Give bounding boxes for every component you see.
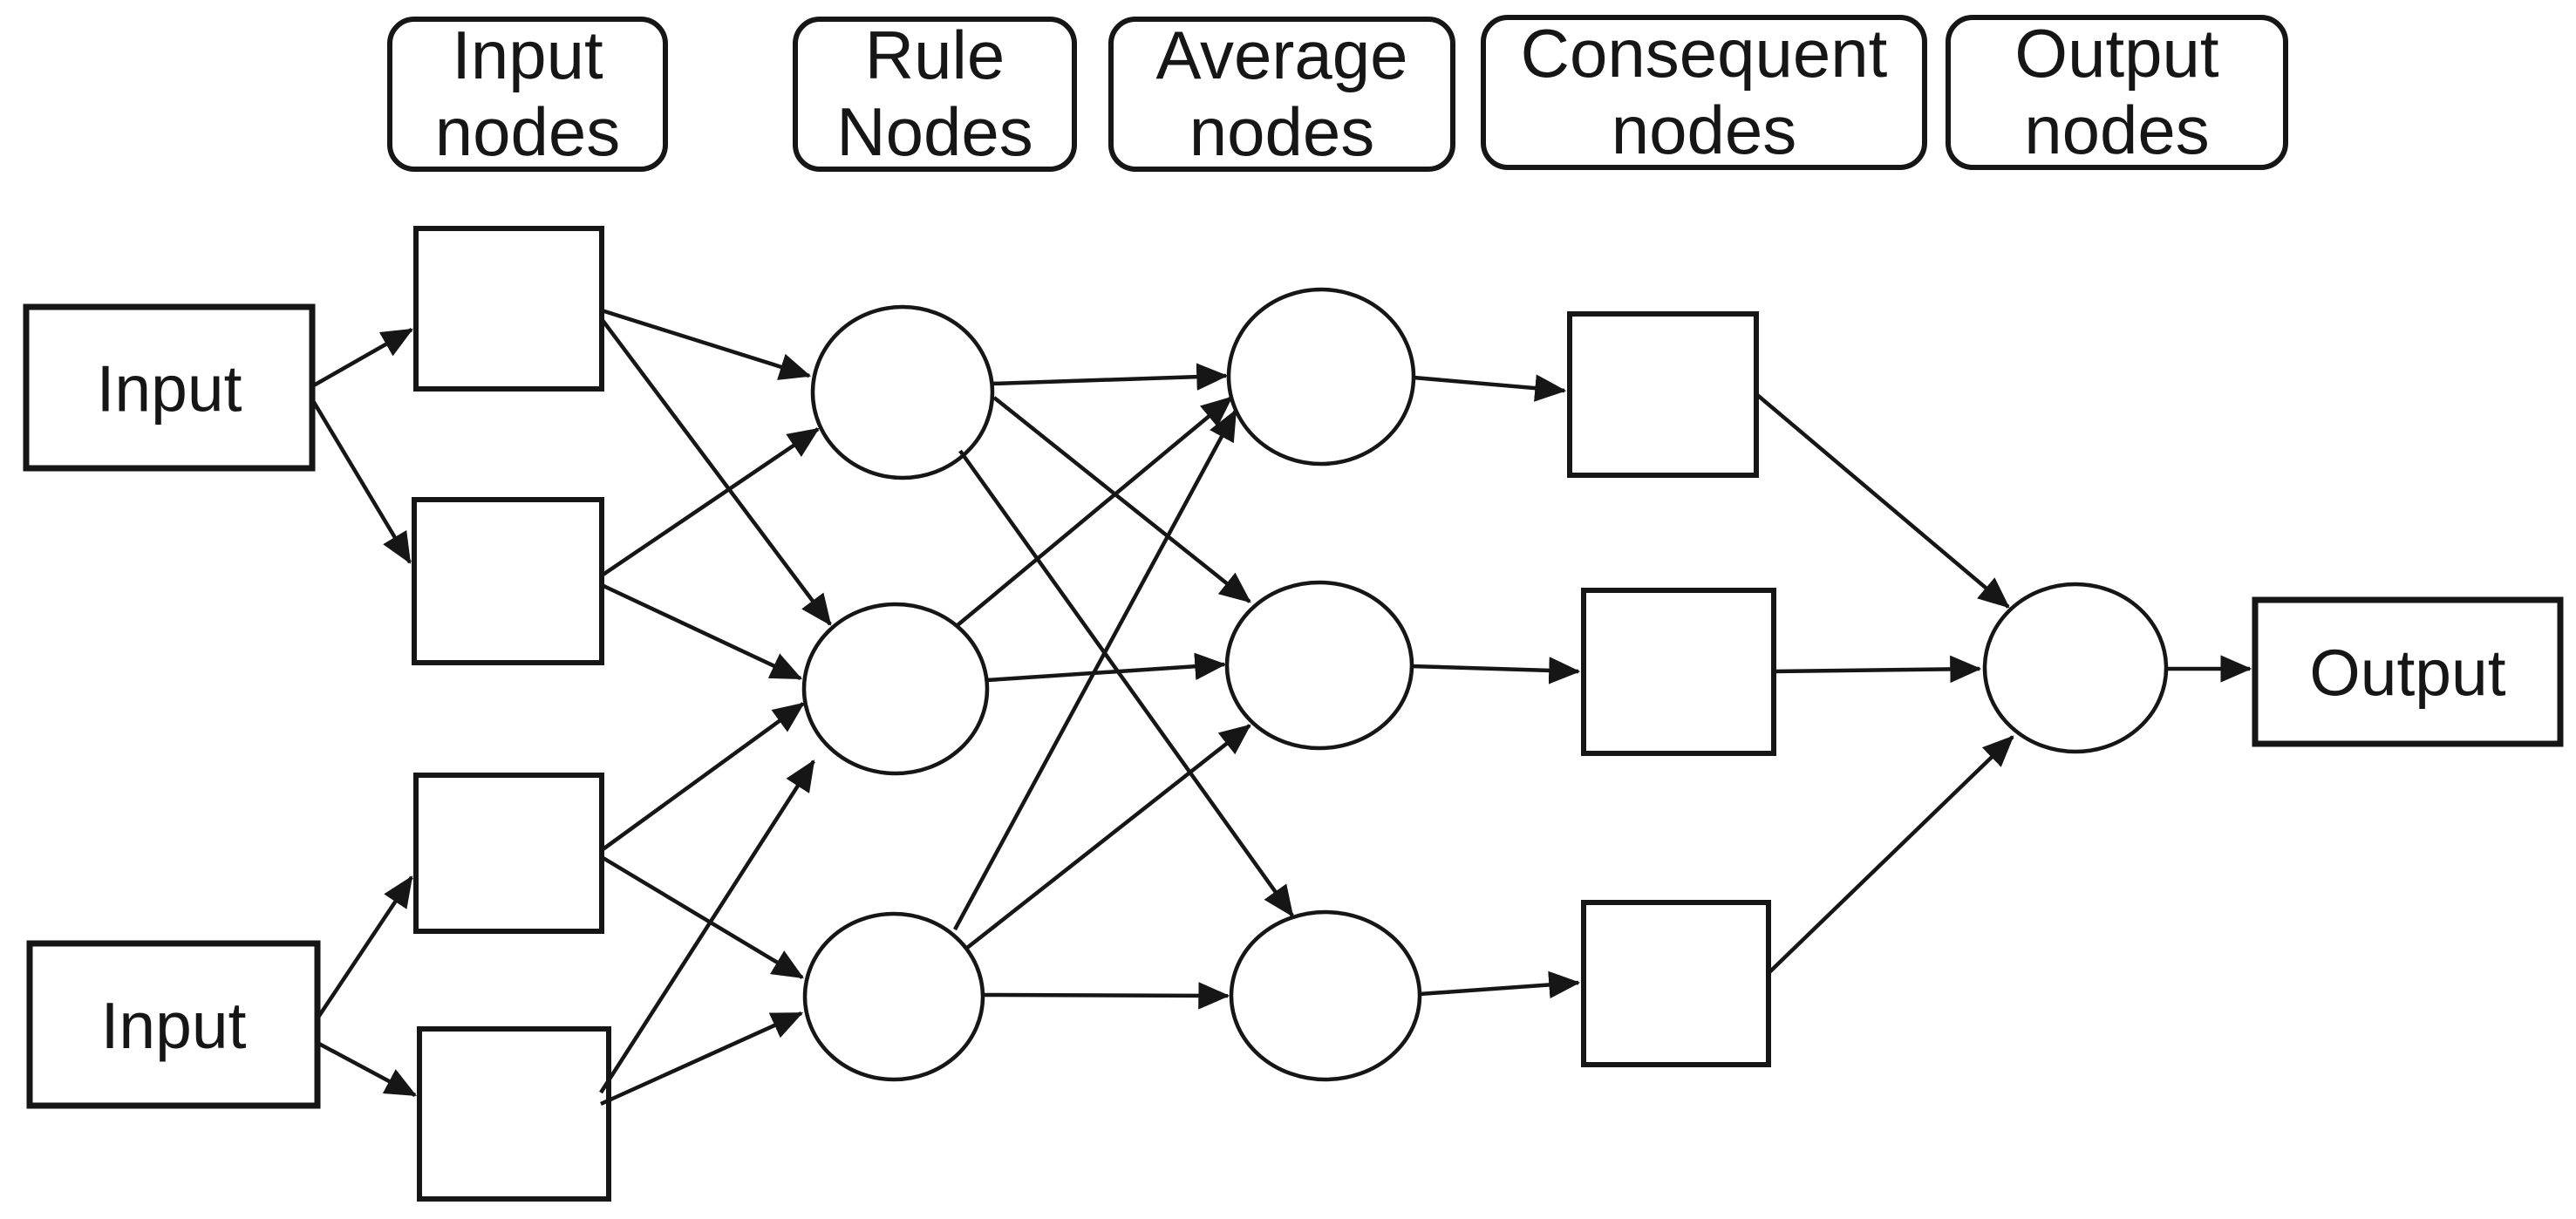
- consequent-node-3: [1581, 900, 1771, 1067]
- edge-average-node-3-to-consequent-node-3: [1419, 970, 1581, 999]
- input-box-2-label: Input: [101, 989, 247, 1062]
- edge-input-node-2-to-rule-node-2: [601, 582, 803, 681]
- edge-input-box-2-to-input-node-4: [316, 1041, 417, 1097]
- edge-input-node-4-to-rule-node-2: [599, 759, 815, 1094]
- average-node-1: [1226, 287, 1416, 466]
- edge-rule-node-1-to-average-node-3: [958, 449, 1294, 917]
- input-node-1: [413, 226, 604, 392]
- column-label-line: Consequent: [1521, 15, 1888, 92]
- edge-consequent-node-3-to-output-node: [1767, 735, 2014, 975]
- edge-input-node-3-to-rule-node-2: [600, 702, 805, 852]
- nodes-layer: [23, 15, 2564, 1202]
- input-box-2: [26, 940, 321, 1109]
- column-label-line: Nodes: [836, 93, 1032, 170]
- edge-input-box-1-to-input-node-1: [310, 328, 413, 388]
- edge-consequent-node-1-to-output-node: [1755, 392, 2010, 609]
- edge-input-node-2-to-rule-node-1: [600, 427, 820, 577]
- output-box: [2252, 596, 2564, 747]
- edge-rule-node-2-to-average-node-2: [986, 652, 1227, 683]
- consequent-node-1: [1567, 311, 1759, 478]
- edge-consequent-node-2-to-output-node: [1773, 655, 1982, 684]
- rule-node-2: [801, 602, 990, 776]
- column-label-line: nodes: [2024, 92, 2210, 168]
- output-box-label: Output: [2309, 637, 2505, 710]
- column-label-line: Rule: [865, 17, 1005, 93]
- input-node-4: [417, 1026, 611, 1202]
- column-label-box-consequent-nodes: [1481, 15, 1927, 170]
- output-node: [1982, 582, 2169, 754]
- rule-node-3: [802, 911, 985, 1082]
- edge-input-node-3-to-rule-node-3: [600, 855, 804, 979]
- edge-input-box-1-to-input-node-2: [310, 398, 412, 564]
- input-box-1-label: Input: [97, 352, 242, 426]
- edge-rule-node-1-to-average-node-1: [992, 363, 1229, 391]
- edge-input-box-2-to-input-node-3: [316, 875, 413, 1020]
- rule-node-1: [810, 304, 995, 480]
- column-label-box-average-nodes: [1108, 17, 1455, 172]
- column-label-line: nodes: [435, 93, 621, 170]
- edge-input-node-4-to-rule-node-3: [600, 1011, 804, 1107]
- edge-rule-node-1-to-average-node-2: [992, 396, 1251, 603]
- edge-rule-node-3-to-average-node-1: [953, 409, 1237, 931]
- column-label-box-output-nodes: [1946, 15, 2288, 170]
- edge-rule-node-2-to-average-node-1: [956, 396, 1233, 627]
- column-label-line: nodes: [1189, 93, 1375, 170]
- edge-input-node-1-to-rule-node-2: [600, 317, 832, 626]
- input-node-3: [413, 773, 604, 934]
- consequent-node-2: [1581, 588, 1776, 756]
- input-node-2: [412, 497, 604, 665]
- column-label-line: Average: [1155, 17, 1407, 93]
- edges-layer: [310, 308, 2252, 1107]
- column-label-box-rule-nodes: [793, 17, 1077, 172]
- column-label-box-input-nodes: [387, 17, 668, 172]
- input-box-1: [23, 303, 316, 472]
- average-node-3: [1229, 909, 1422, 1082]
- edge-rule-node-3-to-average-node-3: [982, 982, 1230, 1010]
- average-node-2: [1224, 580, 1414, 751]
- edge-rule-node-3-to-average-node-2: [965, 724, 1251, 950]
- edge-average-node-2-to-consequent-node-2: [1411, 657, 1581, 684]
- column-label-line: Input: [452, 17, 603, 93]
- edge-input-node-1-to-rule-node-1: [601, 308, 812, 380]
- edge-average-node-1-to-consequent-node-1: [1413, 374, 1567, 402]
- column-label-line: Output: [2014, 15, 2218, 92]
- column-label-line: nodes: [1612, 92, 1797, 168]
